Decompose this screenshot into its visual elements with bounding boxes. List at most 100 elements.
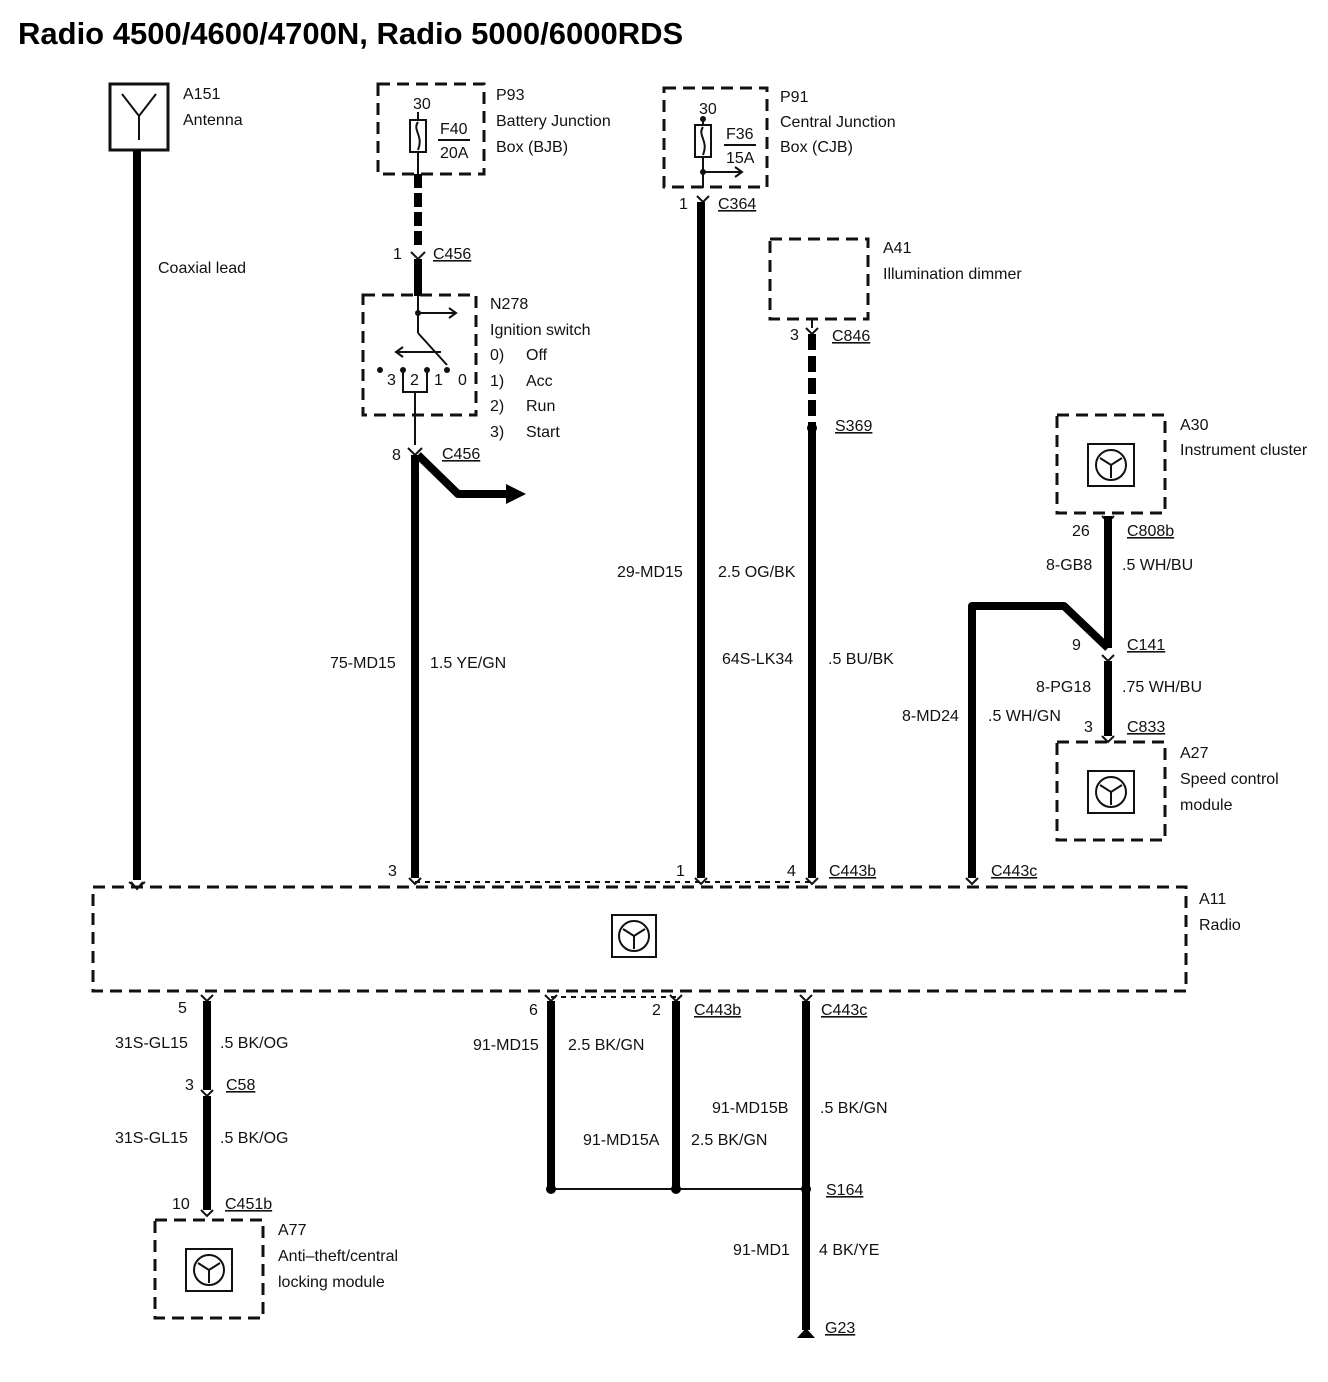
c364-label: C364 <box>718 196 756 213</box>
switch-contact-blade <box>417 332 448 366</box>
c456a-label: C456 <box>433 246 471 263</box>
dim-circuit: 64S-LK34 <box>722 651 793 668</box>
radio-pin1-arrow <box>694 877 708 886</box>
bjb-terminal: 30 <box>413 96 431 113</box>
g1-spec: 2.5 BK/GN <box>568 1037 644 1054</box>
antitheft-module-icon <box>185 1248 233 1292</box>
radio-top-pin-3: 3 <box>388 863 397 880</box>
speed-line1: Speed control <box>1180 771 1279 788</box>
ign-circuit: 75-MD15 <box>330 655 396 672</box>
speed-module-icon-circle <box>1095 776 1127 808</box>
speed-module-icon-mark <box>1099 784 1123 805</box>
c58-pin: 3 <box>185 1077 194 1094</box>
sp-circuit: 8-PG18 <box>1036 679 1091 696</box>
cluster-component: A30 Instrument cluster <box>1055 413 1308 515</box>
cjb-rating: 15A <box>726 150 755 167</box>
s164-splice <box>801 1184 811 1194</box>
antitheft-component: A77 Anti–theft/central locking module <box>153 1218 398 1320</box>
c443b-bot-label: C443b <box>694 1002 741 1019</box>
cjb-box <box>662 86 769 189</box>
dimmer-box <box>768 237 870 321</box>
position-0-label: Off <box>526 347 548 364</box>
at-spec-1: .5 BK/OG <box>220 1035 288 1052</box>
gnd-circuit: 91-MD1 <box>733 1242 790 1259</box>
dimmer-id: A41 <box>883 240 912 257</box>
c451b-label: C451b <box>225 1196 272 1213</box>
radio-top-pin-1: 1 <box>676 863 685 880</box>
s369-label: S369 <box>835 418 872 435</box>
c833-pin: 3 <box>1084 719 1093 736</box>
ignition-name: Ignition switch <box>490 322 591 339</box>
g2-circuit: 91-MD15A <box>583 1132 660 1149</box>
switch-pin-0: 0 <box>458 372 467 389</box>
dimmer-component: A41 Illumination dimmer <box>768 237 1022 321</box>
position-3-label: Start <box>526 424 560 441</box>
radio-bot-pin-6: 6 <box>529 1002 538 1019</box>
speed-module-icon <box>1087 770 1135 814</box>
bjb-line1: Battery Junction <box>496 113 611 130</box>
antitheft-module-icon-circle <box>193 1254 225 1286</box>
cjb-line1: Central Junction <box>780 114 896 131</box>
radio-c443c-bottom-arrow <box>799 994 813 1003</box>
radio-box <box>91 885 1188 993</box>
c456b-label: C456 <box>442 446 480 463</box>
radio-top-pin-4: 4 <box>787 863 796 880</box>
position-1-label: Acc <box>526 373 553 390</box>
ground-g23-icon <box>797 1328 815 1338</box>
radio-module-icon-mark <box>622 928 646 949</box>
cjb-circuit: 29-MD15 <box>617 564 683 581</box>
cluster-id: A30 <box>1180 417 1209 434</box>
c141-to-radio-wire <box>968 602 1111 878</box>
switch-rotate-arrow-icon <box>394 346 441 358</box>
speed-line2: module <box>1180 797 1233 814</box>
switch-pin-2: 2 <box>410 372 419 389</box>
fuse-f40-element <box>415 121 421 151</box>
switch-pin3-contact <box>377 367 383 373</box>
c364-pin: 1 <box>679 196 688 213</box>
cluster-module-icon-circle <box>1095 449 1127 481</box>
radio-module-icon <box>611 914 657 958</box>
bjb-rating: 20A <box>440 145 469 162</box>
c58-pin-arrow <box>200 1089 214 1098</box>
cjb-fuse: F36 <box>726 126 754 143</box>
ignition-id: N278 <box>490 296 528 313</box>
c846-pin-arrow <box>805 327 819 336</box>
speed-id: A27 <box>1180 745 1209 762</box>
s164-label: S164 <box>826 1182 863 1199</box>
cl-spec: .5 WH/BU <box>1122 557 1193 574</box>
c58-label: C58 <box>226 1077 255 1094</box>
radio-pin3-arrow <box>408 877 422 886</box>
bjb-line2: Box (BJB) <box>496 139 568 156</box>
radio-component: A11 Radio <box>91 885 1241 993</box>
c451b-pin: 10 <box>172 1196 190 1213</box>
ignition-switch-component: 3 2 1 0 N278 Ignition switch 0) Off 1) A… <box>361 293 591 441</box>
bjb-component: 30 F40 20A P93 Battery Junction Box (BJB… <box>376 82 611 176</box>
g3-spec: .5 BK/GN <box>820 1100 888 1117</box>
c456a-pin-arrow <box>410 251 426 261</box>
c141-pin-arrow <box>1101 654 1115 663</box>
position-2-num: 2) <box>490 398 504 415</box>
cluster-box <box>1055 413 1167 515</box>
at-spec-2: .5 BK/OG <box>220 1130 288 1147</box>
cjb-spec: 2.5 OG/BK <box>718 564 796 581</box>
c443c-top-label: C443c <box>991 863 1037 880</box>
cjb-id: P91 <box>780 89 809 106</box>
ignition-branch-wire <box>415 452 508 498</box>
radio-module-icon-circle <box>618 920 650 952</box>
antenna-icon <box>121 93 157 140</box>
antenna-component: A151 Antenna <box>108 82 243 152</box>
speed-control-component: A27 Speed control module <box>1055 740 1279 842</box>
position-3-num: 3) <box>490 424 504 441</box>
antitheft-line1: Anti–theft/central <box>278 1248 398 1265</box>
position-2-label: Run <box>526 398 555 415</box>
switch-pin0-contact <box>444 367 450 373</box>
at-circuit-2: 31S-GL15 <box>115 1130 188 1147</box>
cluster-name: Instrument cluster <box>1180 442 1308 459</box>
antenna-name: Antenna <box>183 112 243 129</box>
radio-antenna-arrow <box>128 881 146 890</box>
antitheft-box <box>153 1218 265 1320</box>
cl-circuit: 8-GB8 <box>1046 557 1092 574</box>
sp-spec: .75 WH/BU <box>1122 679 1202 696</box>
diagram-title: Radio 4500/4600/4700N, Radio 5000/6000RD… <box>18 16 683 51</box>
